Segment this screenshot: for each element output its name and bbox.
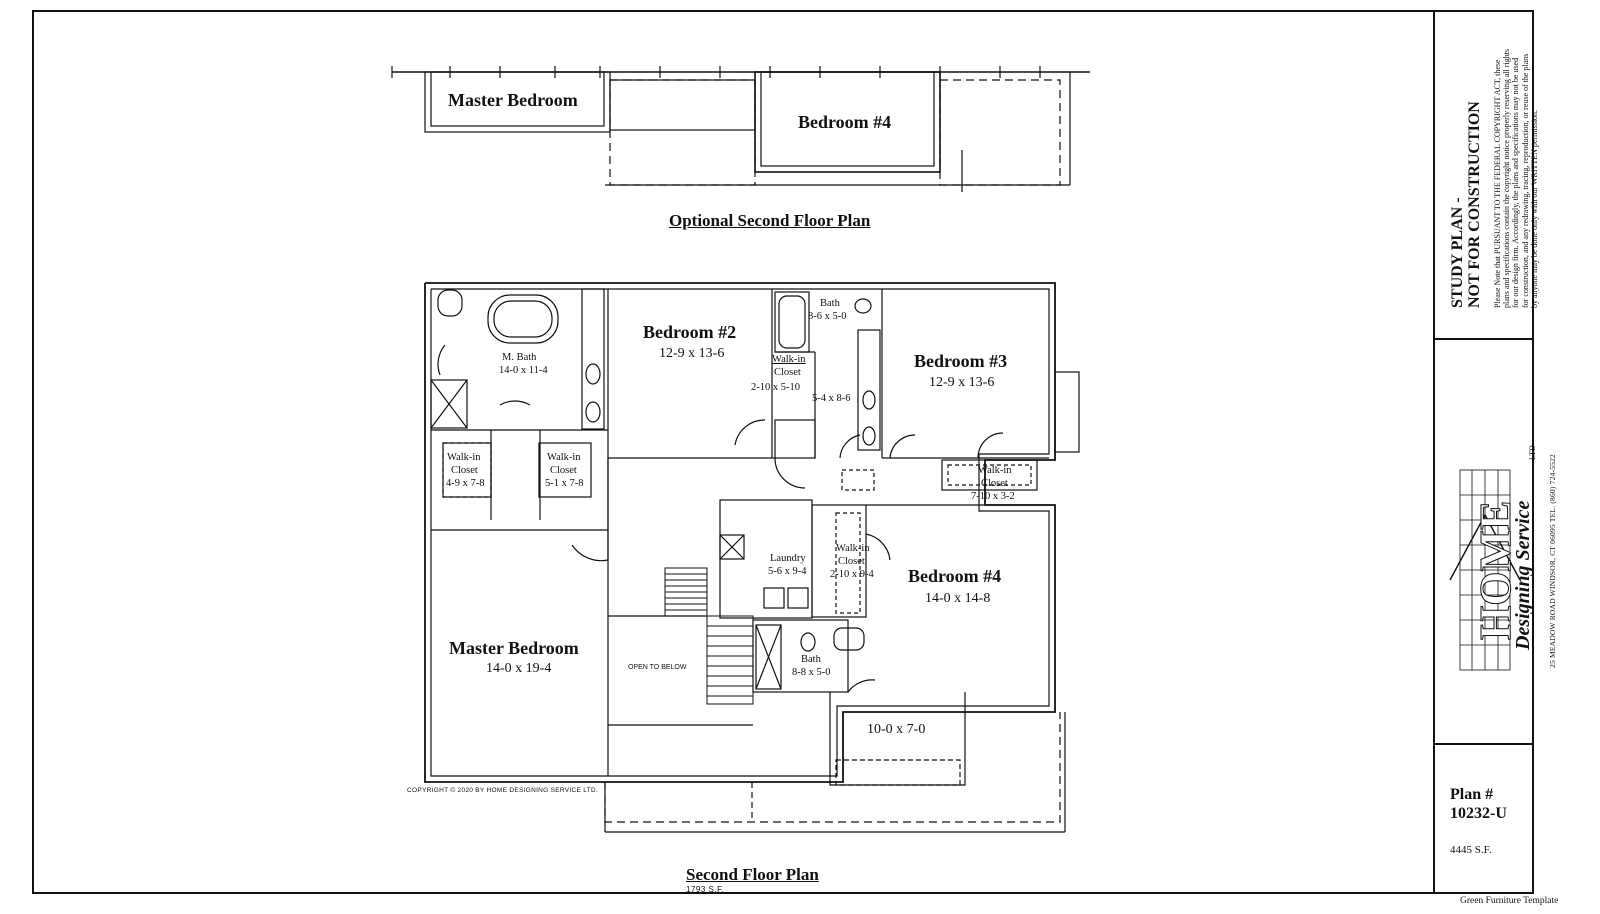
master-bedroom-dim: 14-0 x 19-4 — [486, 661, 552, 676]
bath-top-dim: 8-6 x 5-0 — [808, 311, 847, 322]
wic-b4-name: Walk-in — [836, 543, 870, 554]
m-bath-name: M. Bath — [502, 352, 537, 363]
bedroom2-name: Bedroom #2 — [643, 322, 737, 342]
bedroom2-dim: 12-9 x 13-6 — [659, 346, 725, 361]
wic-b4-name2: Closet — [838, 556, 865, 567]
bedroom3-dim: 12-9 x 13-6 — [929, 375, 995, 390]
bedroom3-name: Bedroom #3 — [914, 351, 1008, 371]
hall-dim: 5-4 x 8-6 — [812, 393, 851, 404]
study-plan-line2: NOT FOR CONSTRUCTION — [1465, 101, 1483, 308]
open-to-below-label: OPEN TO BELOW — [628, 664, 687, 671]
wic-right-name: Walk-in — [978, 465, 1012, 476]
wic-top-name2: Closet — [774, 367, 801, 378]
wic-left-dim: 4-9 x 7-8 — [446, 478, 485, 489]
bath-bottom-name: Bath — [801, 654, 821, 665]
laundry-dim: 5-6 x 9-4 — [768, 566, 807, 577]
optional-plan-linework — [391, 66, 1090, 192]
optional-plan-title: Optional Second Floor Plan — [669, 211, 871, 230]
master-bedroom-name: Master Bedroom — [449, 638, 579, 658]
title-block-divider-1 — [1433, 338, 1534, 340]
home-designing-logo — [1449, 469, 1521, 671]
bedroom4-name: Bedroom #4 — [908, 566, 1002, 586]
firm-address: 25 MEADOW ROAD WINDSOR, CT 06095 TEL. (8… — [1548, 453, 1557, 668]
wic-mid-name2: Closet — [550, 465, 577, 476]
wic-top-name: Walk-in — [772, 354, 806, 365]
bath-bottom-dim: 8-8 x 5-0 — [792, 667, 831, 678]
second-floor-area: 1793 S.F. — [686, 885, 725, 894]
wic-b4-dim: 2-10 x 9-4 — [830, 569, 874, 580]
optional-master-bedroom-label: Master Bedroom — [448, 90, 578, 110]
wic-mid-name: Walk-in — [547, 452, 581, 463]
plan-label: Plan # — [1450, 786, 1494, 803]
drawing-sheet-border — [32, 10, 1534, 894]
bath-top-name: Bath — [820, 298, 840, 309]
wic-top-dim: 2-10 x 5-10 — [751, 382, 800, 393]
m-bath-dim: 14-0 x 11-4 — [499, 365, 548, 376]
bedroom4-dim: 14-0 x 14-8 — [925, 591, 991, 606]
total-square-feet: 4445 S.F. — [1450, 844, 1492, 856]
wic-left-name: Walk-in — [447, 452, 481, 463]
plan-number: 10232-U — [1450, 805, 1507, 823]
second-floor-title: Second Floor Plan — [686, 865, 819, 884]
title-block — [1433, 10, 1534, 894]
laundry-name: Laundry — [770, 553, 806, 564]
wic-left-name2: Closet — [451, 465, 478, 476]
study-plan-block: STUDY PLAN - NOT FOR CONSTRUCTION — [1449, 101, 1484, 308]
title-block-divider-3 — [1433, 892, 1534, 894]
logo-ltd: LTD — [1528, 445, 1537, 460]
title-block-divider-2 — [1433, 743, 1534, 745]
wic-mid-dim: 5-1 x 7-8 — [545, 478, 584, 489]
copyright-notice: Please Note that PURSUANT TO THE FEDERAL… — [1493, 48, 1539, 308]
nook-dim: 10-0 x 7-0 — [867, 722, 926, 737]
template-label: Green Furniture Template — [1460, 896, 1559, 906]
logo-script: Designing Service — [1512, 500, 1534, 650]
copyright-note: COPYRIGHT © 2020 BY HOME DESIGNING SERVI… — [407, 787, 599, 794]
wic-right-dim: 7-10 x 3-2 — [971, 491, 1015, 502]
second-floor-linework — [424, 282, 1080, 833]
plan-number-block: Plan # 10232-U — [1450, 785, 1507, 823]
study-plan-line1: STUDY PLAN - — [1449, 197, 1466, 308]
optional-bedroom4-label: Bedroom #4 — [798, 112, 892, 132]
wic-right-name2: Closet — [981, 478, 1008, 489]
